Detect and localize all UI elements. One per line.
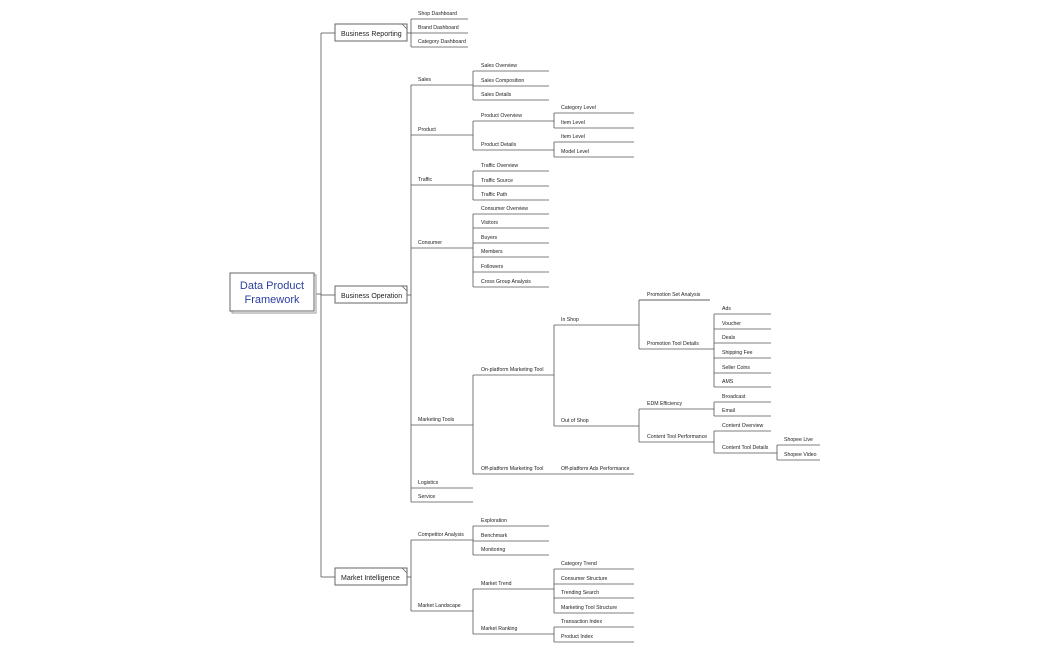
node-consumer-structure[interactable]: Consumer Structure: [561, 576, 608, 582]
node-buyers[interactable]: Buyers: [481, 235, 498, 241]
node-brand-dashboard[interactable]: Brand Dashboard: [418, 25, 459, 31]
root-title-line2: Framework: [244, 294, 300, 306]
node-ads[interactable]: Ads: [722, 306, 731, 312]
root-node[interactable]: Data Product Framework: [229, 272, 317, 314]
node-shopee-video[interactable]: Shopee Video: [784, 452, 817, 458]
node-email[interactable]: Email: [722, 408, 735, 414]
node-marketing-tools[interactable]: Marketing Tools: [418, 417, 455, 423]
node-service[interactable]: Service: [418, 494, 435, 500]
node-traffic-overview[interactable]: Traffic Overview: [481, 163, 518, 169]
node-product-details[interactable]: Product Details: [481, 142, 517, 148]
node-shopee-live[interactable]: Shopee Live: [784, 437, 813, 443]
node-market-landscape[interactable]: Market Landscape: [418, 603, 461, 609]
node-product-index[interactable]: Product Index: [561, 634, 593, 640]
node-cross-group-analysis[interactable]: Cross Group Analysis: [481, 279, 531, 285]
node-transaction-index[interactable]: Transaction Index: [561, 619, 602, 625]
node-off-platform-ads[interactable]: Off-platform Ads Performance: [561, 466, 630, 472]
node-traffic-source[interactable]: Traffic Source: [481, 178, 513, 184]
branch-label: Market Intelligence: [341, 575, 400, 582]
root-title-line1: Data Product: [240, 280, 304, 292]
branch-business-reporting[interactable]: Business Reporting: [334, 23, 408, 42]
branch-label: Business Operation: [341, 293, 402, 300]
node-traffic[interactable]: Traffic: [418, 177, 433, 183]
node-out-of-shop[interactable]: Out of Shop: [561, 418, 589, 424]
node-promotion-tool-details[interactable]: Promotion Tool Details: [647, 341, 699, 347]
node-members[interactable]: Members: [481, 249, 503, 255]
node-in-shop[interactable]: In Shop: [561, 317, 579, 323]
node-exploration[interactable]: Exploration: [481, 518, 507, 524]
node-ams[interactable]: AMS: [722, 379, 734, 385]
node-sales-details[interactable]: Sales Details: [481, 92, 512, 98]
node-edm-efficiency[interactable]: EDM Efficiency: [647, 401, 682, 407]
node-shipping-fee[interactable]: Shipping Fee: [722, 350, 753, 356]
node-product[interactable]: Product: [418, 127, 436, 133]
node-content-overview[interactable]: Content Overview: [722, 423, 763, 429]
node-promotion-set-analysis[interactable]: Promotion Set Analysis: [647, 292, 701, 298]
node-consumer-overview[interactable]: Consumer Overview: [481, 206, 528, 212]
node-seller-coins[interactable]: Seller Coins: [722, 365, 750, 371]
node-content-tool-performance[interactable]: Content Tool Performance: [647, 434, 707, 440]
node-trending-search[interactable]: Trending Search: [561, 590, 599, 596]
node-benchmark[interactable]: Benchmark: [481, 533, 508, 539]
node-followers[interactable]: Followers: [481, 264, 504, 270]
node-sales-overview[interactable]: Sales Overview: [481, 63, 517, 69]
branch-business-operation[interactable]: Business Operation: [334, 285, 408, 304]
node-model-level[interactable]: Model Level: [561, 149, 589, 155]
node-content-tool-details[interactable]: Content Tool Details: [722, 445, 769, 451]
node-market-trend[interactable]: Market Trend: [481, 581, 512, 587]
branch-market-intelligence[interactable]: Market Intelligence: [334, 567, 408, 586]
node-sales-composition[interactable]: Sales Composition: [481, 78, 524, 84]
node-category-trend[interactable]: Category Trend: [561, 561, 597, 567]
node-item-level[interactable]: Item Level: [561, 120, 585, 126]
node-broadcast[interactable]: Broadcast: [722, 394, 746, 400]
node-traffic-path[interactable]: Traffic Path: [481, 192, 507, 198]
node-on-platform-marketing[interactable]: On-platform Marketing Tool: [481, 367, 543, 373]
branch-label: Business Reporting: [341, 31, 402, 38]
node-shop-dashboard[interactable]: Shop Dashboard: [418, 11, 457, 17]
node-category-dashboard[interactable]: Category Dashboard: [418, 39, 466, 45]
node-voucher[interactable]: Voucher: [722, 321, 741, 327]
connector-lines: [316, 18, 820, 643]
node-monitoring[interactable]: Monitoring: [481, 547, 505, 553]
node-consumer[interactable]: Consumer: [418, 240, 442, 246]
node-competitor-analysis[interactable]: Competitor Analysis: [418, 532, 464, 538]
node-logistics[interactable]: Logistics: [418, 480, 439, 486]
node-market-ranking[interactable]: Market Ranking: [481, 626, 517, 632]
node-category-level[interactable]: Category Level: [561, 105, 596, 111]
node-product-overview[interactable]: Product Overview: [481, 113, 522, 119]
node-deals[interactable]: Deals: [722, 335, 736, 341]
node-sales[interactable]: Sales: [418, 77, 431, 83]
node-item-level[interactable]: Item Level: [561, 134, 585, 140]
node-marketing-tool-structure[interactable]: Marketing Tool Structure: [561, 605, 617, 611]
node-off-platform-marketing[interactable]: Off-platform Marketing Tool: [481, 466, 543, 472]
node-visitors[interactable]: Visitors: [481, 220, 498, 226]
